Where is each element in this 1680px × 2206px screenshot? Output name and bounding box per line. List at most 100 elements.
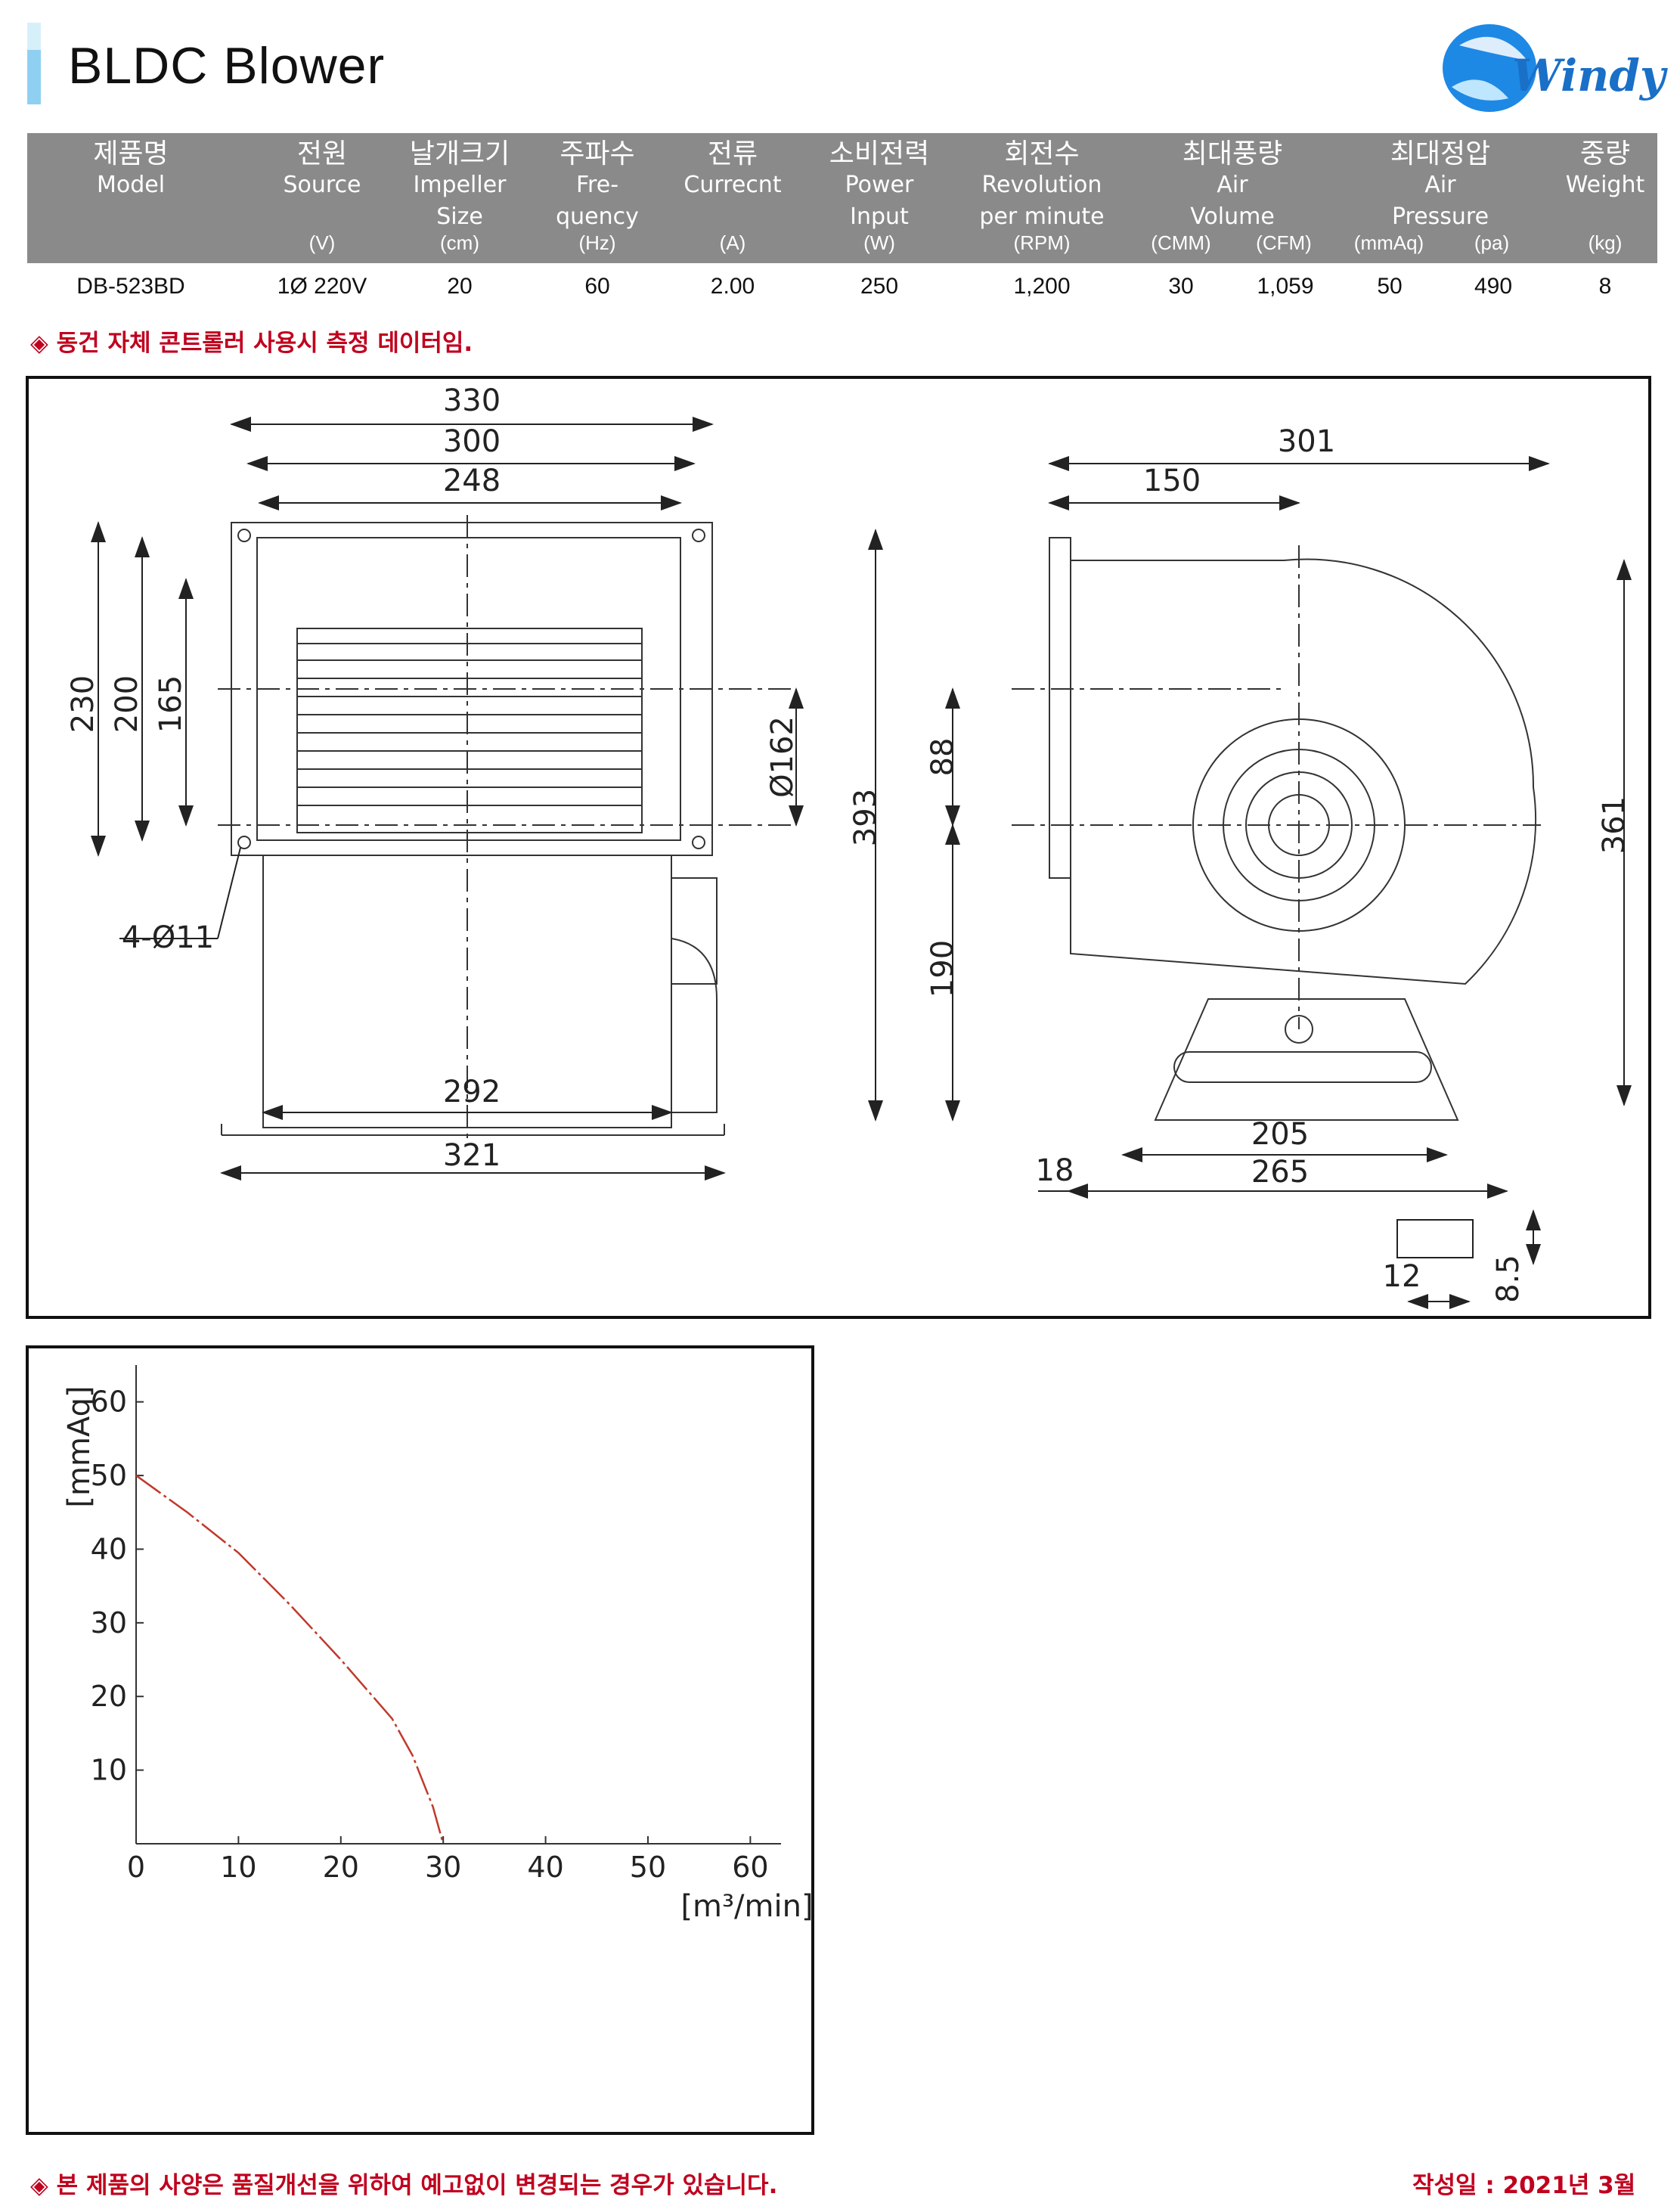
dim-361: 361 (1597, 796, 1632, 854)
spec-header-en: Power (845, 172, 914, 198)
spec-header-ko: 소비전력 (829, 138, 930, 169)
dim-330: 330 (443, 383, 501, 418)
spec-header-en: Air (1424, 172, 1456, 198)
side-dimensions (868, 456, 1632, 1309)
spec-header-ko: 중량 (1579, 138, 1631, 169)
spec-header-unit: (Hz) (578, 231, 616, 254)
spec-header-en: per minute (979, 203, 1105, 230)
footer-disclaimer: ◈ 본 제품의 사양은 품질개선을 위하여 예고없이 변경되는 경우가 있습니다… (30, 2172, 778, 2199)
spec-header-en: Revolution (981, 172, 1102, 198)
spec-header-ko: 제품명 (93, 138, 169, 169)
spec-row-cell: 490 (1474, 274, 1513, 299)
spec-header-unit: (RPM) (1013, 231, 1071, 254)
spec-row-cell: 2.00 (710, 274, 755, 299)
technical-drawing: 330 300 248 230 200 165 Ø162 4-Ø11 292 3… (26, 376, 1651, 1319)
spec-table-header (27, 133, 1657, 263)
spec-header-subunit: (pa) (1474, 231, 1510, 254)
dim-321: 321 (443, 1138, 501, 1173)
dim-165: 165 (153, 675, 188, 733)
spec-header-unit: (A) (719, 231, 746, 254)
spec-header-en: quency (556, 203, 639, 230)
dim-292: 292 (443, 1075, 501, 1109)
y-tick-label: 40 (91, 1532, 127, 1565)
spec-header-unit: (W) (863, 231, 895, 254)
footer-date: 작성일 : 2021년 3월 (1412, 2172, 1636, 2199)
spec-row-cell: 1Ø 220V (277, 274, 367, 299)
spec-header-en: Size (436, 203, 483, 230)
spec-header-subunit: (mmAq) (1353, 231, 1424, 254)
y-tick-label: 60 (91, 1385, 127, 1419)
page-title: BLDC Blower (68, 37, 386, 95)
spec-header-ko: 회전수 (1004, 138, 1080, 169)
spec-header-unit: (cm) (440, 231, 479, 254)
spec-row-cell: 1,059 (1257, 274, 1314, 299)
spec-header-en: Weight (1565, 172, 1645, 198)
spec-header-cell: 제품명 Model (93, 133, 168, 263)
dim-4-11: 4-Ø11 (122, 920, 214, 955)
spec-header-en: Volume (1190, 203, 1275, 230)
spec-row-cell: 30 (1168, 274, 1194, 299)
dim-248: 248 (443, 464, 501, 498)
spec-row-cell: 1,200 (1013, 274, 1071, 299)
x-tick-label: 60 (732, 1851, 768, 1884)
dim-18: 18 (1036, 1153, 1074, 1188)
logo-text: Windy (1512, 50, 1666, 101)
dim-301: 301 (1278, 424, 1335, 459)
dim-230: 230 (66, 675, 101, 733)
x-tick-label: 50 (630, 1851, 666, 1884)
spec-row-cell: 8 (1598, 274, 1612, 299)
spec-header-subunit: (CFM) (1256, 231, 1312, 254)
spec-row-cell: DB-523BD (76, 274, 185, 299)
spec-header-en: Input (850, 203, 909, 230)
spec-header-ko: 날개크기 (409, 138, 510, 169)
front-dimensions (91, 417, 804, 1181)
spec-header-unit: (V) (308, 231, 336, 254)
spec-header-ko: 전원 (296, 138, 348, 169)
y-tick-label: 50 (91, 1459, 127, 1492)
windy-logo: Windy (1437, 15, 1666, 121)
spec-header-cell: 중량 Weight (kg) (1566, 133, 1645, 263)
dim-150: 150 (1143, 464, 1201, 498)
x-tick-label: 20 (323, 1851, 359, 1884)
dim-300: 300 (443, 424, 501, 459)
measurement-note: ◈ 동건 자체 콘트롤러 사용시 측정 데이터임. (30, 330, 473, 357)
pressure-curve (135, 1475, 445, 1845)
x-tick-label: 10 (220, 1851, 256, 1884)
dim-12: 12 (1383, 1259, 1421, 1294)
spec-header-en: Fre- (575, 172, 619, 198)
y-axis-unit-label: [mmAq] (62, 1385, 97, 1507)
spec-row-cell: 50 (1377, 274, 1403, 299)
dim-205: 205 (1251, 1117, 1309, 1152)
dim-200: 200 (110, 675, 144, 733)
x-tick-label: 30 (425, 1851, 461, 1884)
spec-header-en: Impeller (413, 172, 507, 198)
spec-row-cell: 250 (860, 274, 899, 299)
spec-header-subunit: (CMM) (1151, 231, 1211, 254)
spec-header-en: Pressure (1391, 203, 1489, 230)
spec-header-ko: 최대정압 (1390, 138, 1491, 169)
dim-162: Ø162 (765, 716, 800, 798)
spec-header-en: Air (1217, 172, 1248, 198)
spec-header-ko: 최대풍량 (1182, 138, 1283, 169)
spec-header-en: Model (96, 172, 166, 198)
y-tick-label: 10 (91, 1754, 127, 1787)
y-tick-label: 20 (91, 1680, 127, 1713)
dim-88: 88 (925, 738, 960, 777)
spec-header-unit: (kg) (1588, 231, 1623, 254)
spec-header-cell: 회전수 Revolution per minute(RPM) (979, 133, 1104, 263)
side-view (1012, 537, 1541, 1121)
x-tick-label: 40 (527, 1851, 563, 1884)
y-tick-label: 30 (91, 1606, 127, 1640)
x-axis-unit-label: [m³/min] (680, 1889, 811, 1924)
dim-265: 265 (1251, 1155, 1309, 1190)
spec-header-ko: 주파수 (559, 138, 635, 169)
dim-393: 393 (848, 789, 883, 846)
